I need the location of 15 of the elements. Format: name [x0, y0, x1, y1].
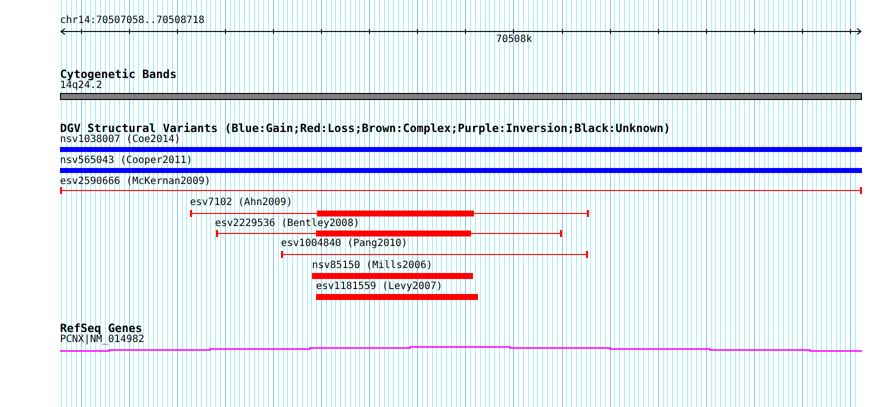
track-title: DGV Structural Variants (Blue:Gain;Red:Loss;Brown:Complex;Purple:Inversion;Black:Unknown)	[60, 122, 670, 135]
track-title: RefSeq Genes	[60, 322, 142, 334]
track-title: Cytogenetic Bands	[60, 68, 177, 80]
variant-label: esv7102 (Ahn2009)	[190, 197, 292, 209]
tick-label: 70508k	[496, 34, 532, 46]
variant-label: esv1004840 (Pang2010)	[281, 238, 408, 250]
coordinate-label: chr14:70507058..70508718	[60, 15, 204, 27]
gene-label: PCNX|NM_014982	[60, 334, 144, 346]
band-label: 14q24.2	[60, 80, 102, 92]
variant-label: esv2229536 (Bentley2008)	[215, 218, 360, 230]
variant-label: esv2590666 (McKernan2009)	[60, 176, 211, 188]
variant-label: nsv565043 (Cooper2011)	[60, 155, 192, 167]
variant-label: esv1181559 (Levy2007)	[316, 281, 442, 293]
variant-label: nsv85150 (Mills2006)	[312, 260, 432, 272]
variant-label: nsv1038007 (Coe2014)	[60, 134, 180, 146]
